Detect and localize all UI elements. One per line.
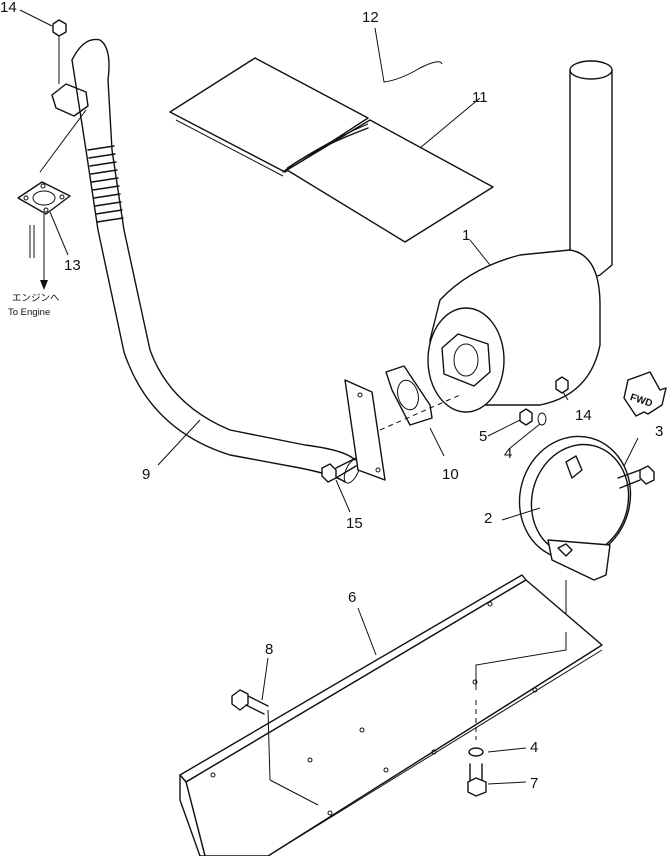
label-part-13: 13	[64, 257, 81, 274]
label-part-7: 7	[530, 775, 538, 792]
exhaust-pipe	[39, 38, 361, 484]
label-part-14a: 14	[0, 0, 17, 16]
label-part-2: 2	[484, 510, 492, 527]
label-part-4-lower: 4	[530, 739, 538, 756]
bolt-15	[321, 457, 357, 483]
nut-14-right	[555, 376, 569, 394]
bolt-7	[467, 763, 487, 797]
part-number-labels: 14 12 11 1 13 14 3 5 4 10 9 2 15 6 8 4 7	[0, 0, 663, 792]
label-part-9: 9	[142, 466, 150, 483]
top-flange	[51, 19, 89, 117]
engine-gasket	[17, 181, 71, 290]
label-part-15: 15	[346, 515, 363, 532]
flex-bellows	[87, 145, 124, 223]
label-part-5: 5	[479, 428, 487, 445]
label-part-8: 8	[265, 641, 273, 658]
washer-4-lower	[468, 747, 484, 757]
fwd-arrow-icon: FWD	[623, 371, 667, 417]
muffler-band	[518, 435, 632, 632]
engine-note-en: To Engine	[8, 307, 50, 318]
band-bolt	[617, 465, 655, 489]
label-part-14b: 14	[575, 407, 592, 424]
engine-note-jp: エンジンへ	[12, 293, 60, 304]
label-part-12: 12	[362, 9, 379, 26]
leader-lines	[19, 9, 639, 785]
label-part-1: 1	[462, 227, 470, 244]
nut-5	[519, 408, 533, 426]
pipe-flange	[344, 379, 386, 481]
label-part-6: 6	[348, 589, 356, 606]
label-part-11: 11	[472, 89, 488, 106]
insulation-sheets	[169, 57, 494, 243]
bolt-8	[231, 689, 319, 806]
label-part-10: 10	[442, 466, 459, 483]
washer-4-upper	[537, 412, 547, 426]
muffler-gasket	[385, 365, 433, 426]
label-part-3: 3	[655, 423, 663, 440]
mounting-bracket	[179, 574, 603, 856]
label-part-4-upper: 4	[504, 445, 512, 462]
muffler	[427, 60, 613, 413]
